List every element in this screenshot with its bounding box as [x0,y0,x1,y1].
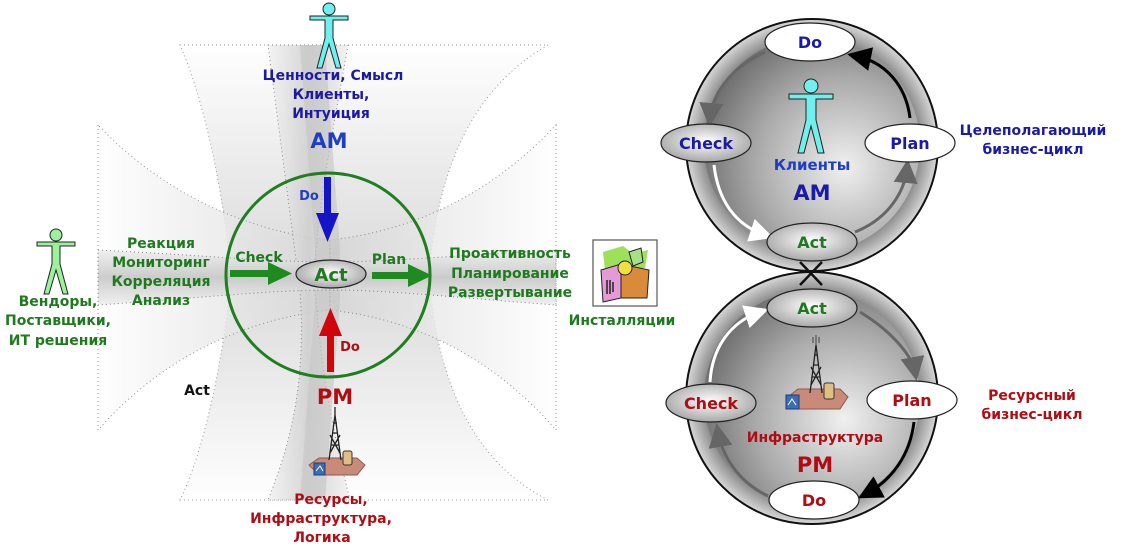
band-bottom-outer [179,289,549,501]
top-node-check[interactable] [660,123,752,163]
plan-label: Plan [372,252,406,268]
pm-do-arrow [319,308,342,372]
top-side-line-2: бизнес-цикл [983,142,1084,158]
cycle-connector [799,261,823,286]
pm-text-line-1: Ресурсы, [294,492,367,508]
installations-icon [592,239,658,307]
am-do-label: Do [299,189,319,204]
pm-title: PM [317,385,353,409]
person-icon-vendors [36,228,76,295]
tower-icon-infrastructure [785,335,849,410]
person-icon-am [309,2,349,69]
right-activity-line-1: Проактивность [449,246,571,262]
am-do-arrow [316,177,339,242]
left-activity-line-1: Реакция [127,236,195,252]
top-arrow-do-to-check [699,50,766,127]
top-node-plan[interactable] [864,123,956,163]
bottom-node-check-label: Check [684,394,738,413]
top-node-plan-label: Plan [890,134,929,153]
top-center-title: AM [793,181,830,205]
act-center-label: Act [314,265,348,286]
bottom-arrow-check-to-act [708,305,769,383]
pm-do-label: Do [340,340,360,355]
bottom-side-line-1: Ресурсный [988,388,1076,404]
bottom-node-act[interactable] [766,288,858,328]
bottom-node-do-label: Do [802,491,826,510]
left-activity-line-2: Мониторинг [112,255,210,271]
bottom-side-line-2: бизнес-цикл [982,407,1083,423]
right-activity-line-3: Развертывание [448,285,572,301]
pm-text-line-2: Инфраструктура, [250,511,392,527]
corner-act-label: Act [184,383,210,399]
vendors-line-2: Поставщики, [5,313,111,329]
bottom-arrow-do-to-check [708,423,769,498]
installations-caption: Инсталляции [569,313,676,329]
top-side-line-1: Целеполагающий [960,123,1107,139]
person-icon-clients [788,78,834,154]
top-node-check-label: Check [679,134,733,153]
am-text-line-1: Ценности, Смысл [263,68,404,84]
bottom-arrow-plan-to-do [858,421,916,499]
bottom-node-check[interactable] [665,383,757,423]
bottom-node-plan-label: Plan [892,391,931,410]
act-ellipse [295,259,367,289]
top-arrow-plan-to-do [847,47,912,119]
top-node-act[interactable] [766,222,858,262]
bottom-arrow-act-to-plan [859,310,925,381]
right-activity-line-2: Планирование [451,266,569,282]
am-text-line-2: Клиенты, [293,87,370,103]
am-title: AM [310,129,347,153]
top-node-do[interactable] [764,22,856,62]
top-node-act-label: Act [797,233,827,252]
left-activity-line-4: Анализ [132,293,190,309]
tower-icon-pm [308,407,366,476]
check-label: Check [235,250,283,266]
bottom-center-title: PM [797,453,833,477]
bottom-node-do[interactable] [768,480,860,520]
left-diagram: Act Do Do Check Plan Ценности, Смысл Кли… [5,2,676,546]
vendors-line-3: ИТ решения [9,333,108,349]
pm-text-line-3: Логика [293,530,350,546]
vendors-line-1: Вендоры, [19,294,98,310]
right-diagram: Do Check Plan Act Клиенты AM Целеполагаю… [660,18,1107,525]
top-arrow-act-to-plan [854,159,918,234]
top-arrow-check-to-act [712,164,774,242]
top-center-caption: Клиенты [774,156,851,174]
bottom-center-caption: Инфраструктура [747,430,884,446]
bottom-node-plan[interactable] [866,380,958,420]
top-node-do-label: Do [798,33,822,52]
plan-arrow [372,264,432,287]
am-text-line-3: Интуиция [292,106,370,122]
left-activity-line-3: Корреляция [111,274,210,290]
check-arrow [230,262,292,285]
bottom-node-act-label: Act [797,299,827,318]
top-cycle-sphere-inner [704,37,920,253]
